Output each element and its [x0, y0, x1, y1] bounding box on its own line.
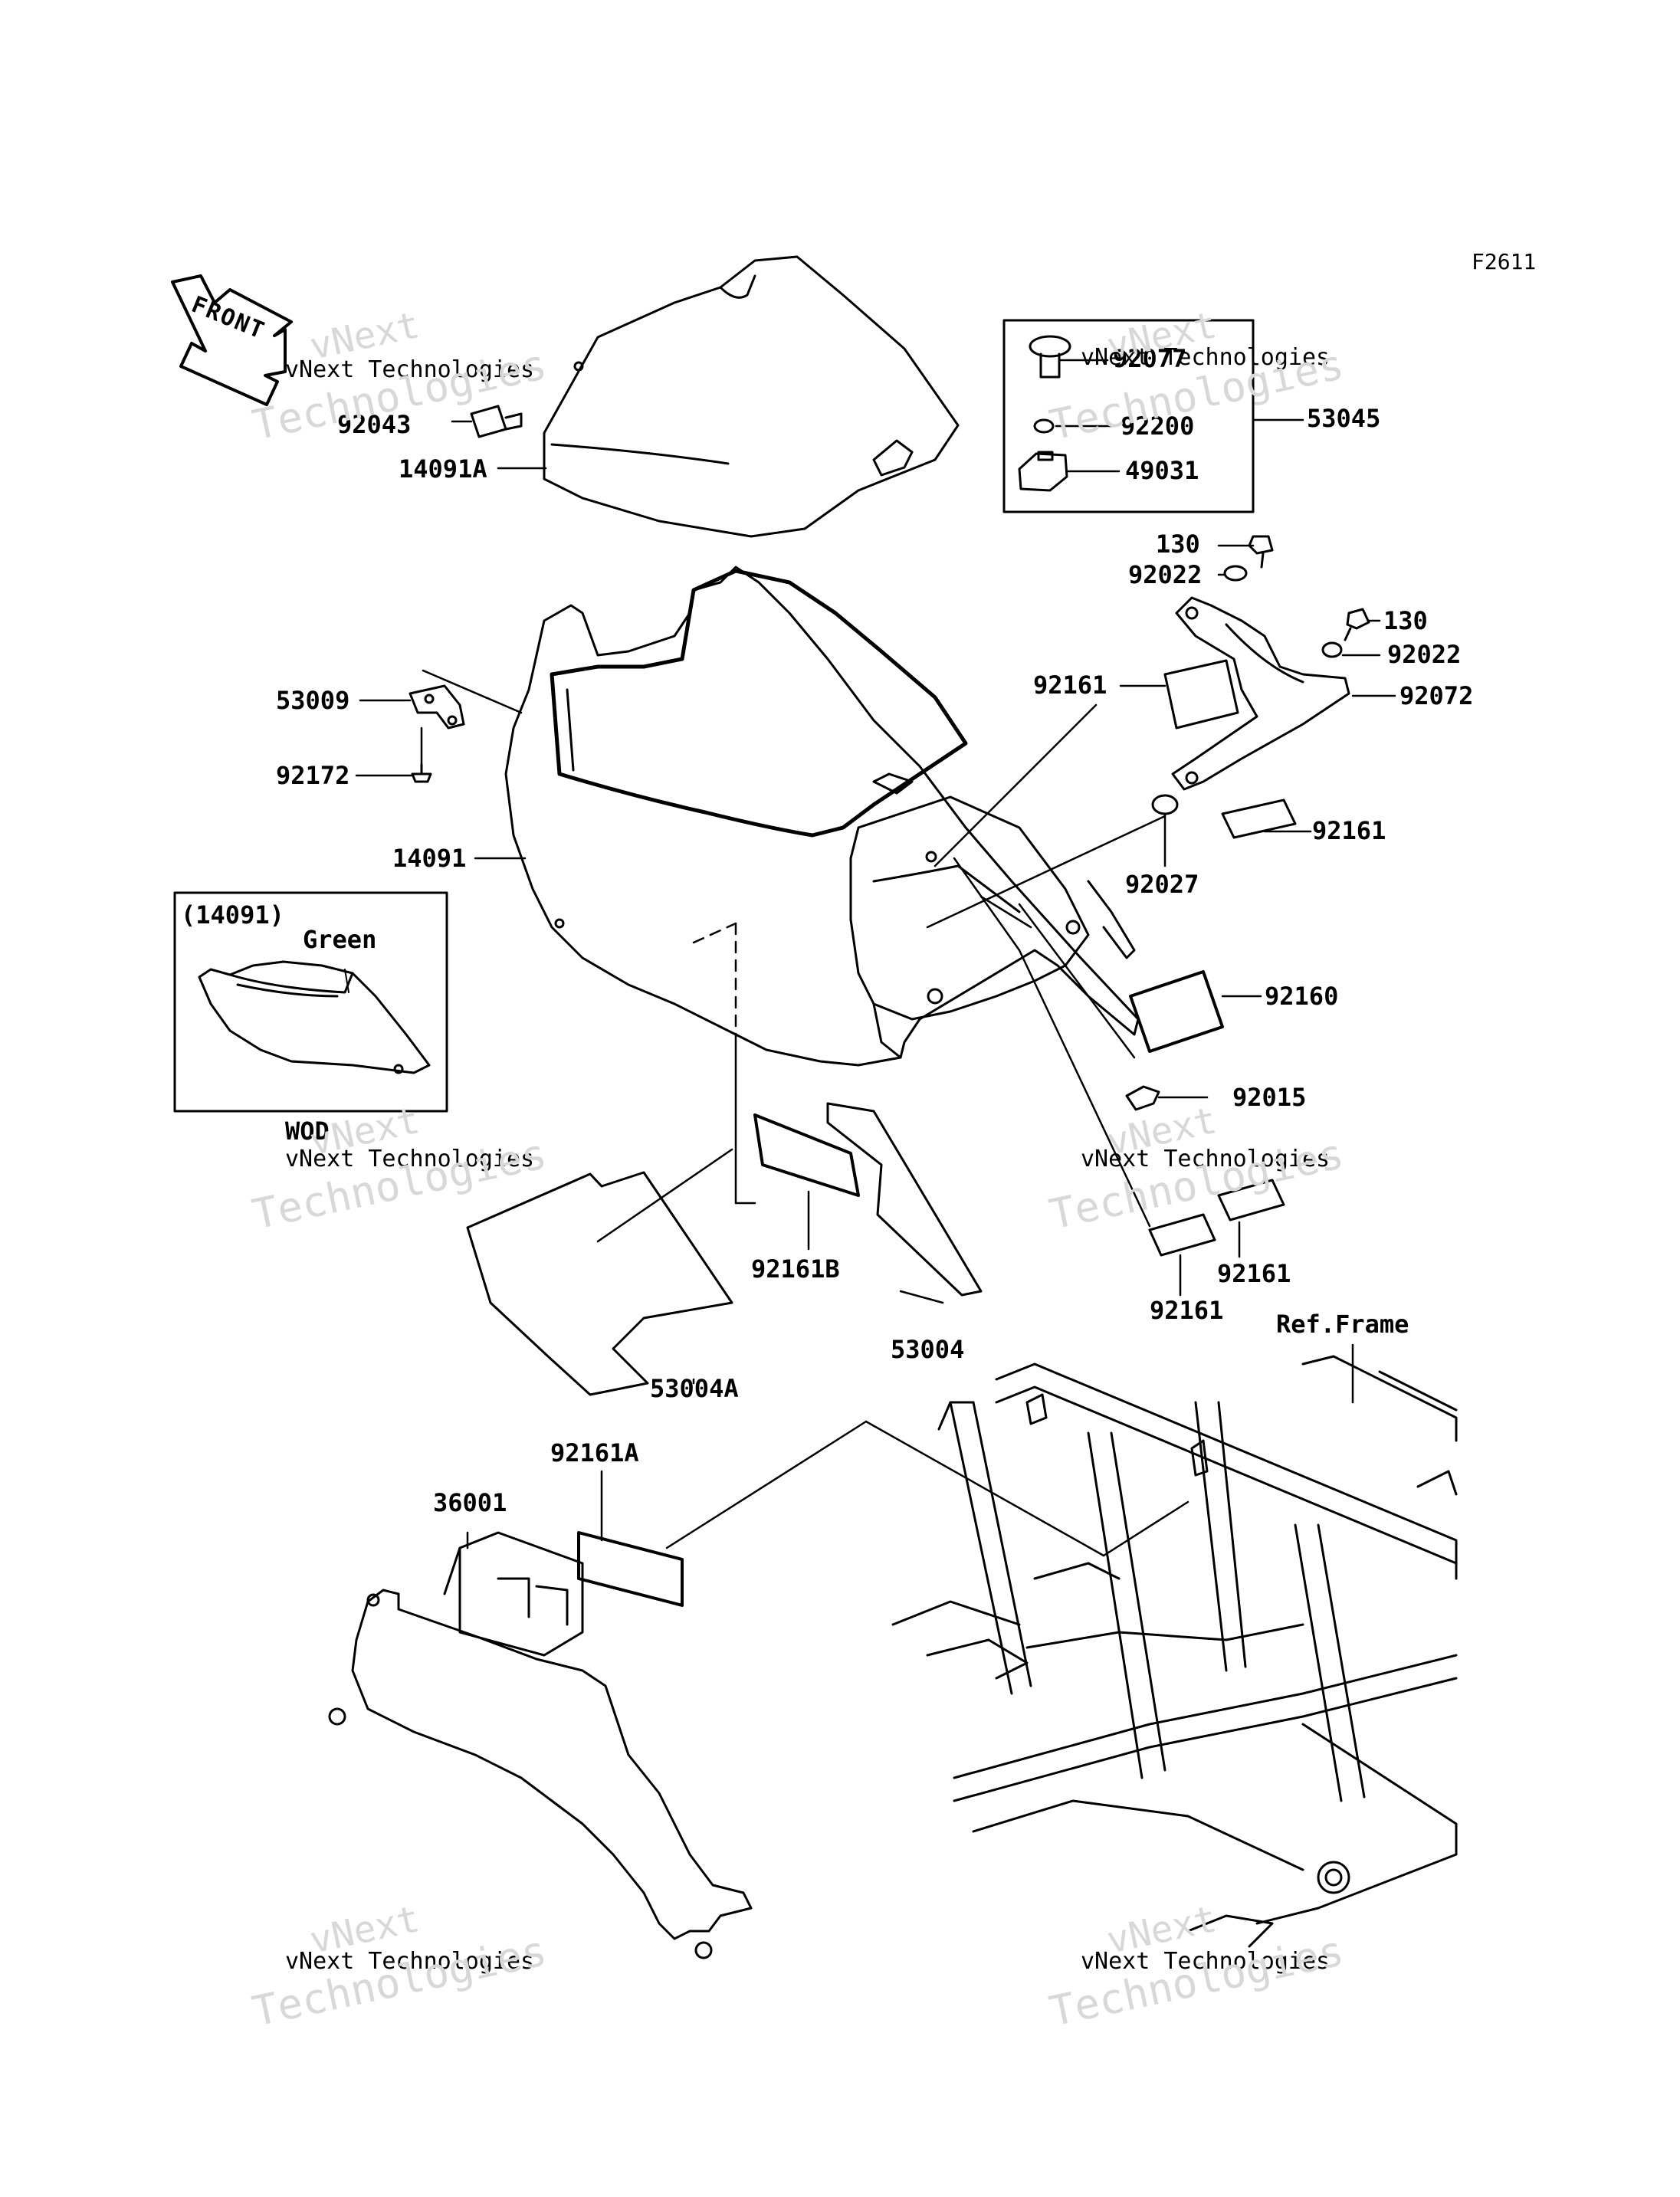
label-130-upper: 130: [1156, 530, 1200, 559]
washer-92022-upper: [1223, 565, 1248, 582]
pad-92161-lower-right: [1217, 1179, 1285, 1221]
pad-92161a: [577, 1531, 684, 1607]
label-53045: 53045: [1307, 404, 1381, 433]
watermark-line-2: vNext Technologies: [1081, 344, 1331, 371]
leader-lines: [355, 359, 1396, 1557]
label-ref-frame: Ref.Frame: [1276, 1310, 1409, 1339]
pad-92160: [1129, 970, 1224, 1053]
label-14091a: 14091A: [399, 454, 487, 484]
label-92027: 92027: [1125, 870, 1199, 899]
bolt-130-upper: [1248, 535, 1274, 569]
inset-panel: [198, 960, 431, 1074]
label-92022-right: 92022: [1387, 640, 1462, 669]
label-53004a: 53004A: [650, 1374, 739, 1403]
bracket-53009: [409, 684, 465, 730]
front-arrow-icon: [171, 274, 293, 406]
washer-92027: [1151, 794, 1179, 815]
washer-92200: [1033, 418, 1055, 434]
label-53009: 53009: [276, 686, 350, 715]
label-14091: 14091: [392, 844, 467, 873]
label-92015: 92015: [1232, 1083, 1307, 1112]
frame-reference: [891, 1355, 1458, 1948]
pad-92161-upper: [1163, 659, 1239, 730]
washer-92022-right: [1321, 641, 1343, 658]
pad-92161-lower-left: [1148, 1213, 1216, 1257]
label-92160: 92160: [1265, 982, 1339, 1011]
inset-color-note: Green: [303, 925, 377, 954]
label-130-right: 130: [1383, 606, 1428, 635]
pad-53004a: [466, 1171, 733, 1396]
label-92161b: 92161B: [751, 1254, 840, 1284]
watermark-line-3: vNext Technologies: [285, 1146, 535, 1172]
label-92161-lower-right: 92161: [1217, 1259, 1291, 1288]
duct-36001: [328, 1531, 753, 1959]
stay-92072: [1171, 596, 1350, 791]
parts-box-53045: [1002, 319, 1255, 513]
nut-49031: [1018, 451, 1068, 492]
clip-nut-92015: [1125, 1085, 1160, 1111]
watermark-line-5: vNext Technologies: [285, 1948, 535, 1975]
label-92043: 92043: [337, 410, 412, 439]
watermark-line-4: vNext Technologies: [1081, 1146, 1331, 1172]
inset-caption: WOD: [285, 1117, 330, 1146]
watermark-line-6: vNext Technologies: [1081, 1948, 1331, 1975]
label-92172: 92172: [276, 761, 350, 790]
pad-92161-right: [1221, 798, 1297, 839]
green-leader: [344, 969, 349, 993]
upper-cover-14091a: [543, 255, 960, 538]
rivet-92077: [1029, 335, 1071, 379]
label-36001: 36001: [433, 1488, 507, 1517]
dashed-leaders: [692, 922, 737, 1044]
inset-ref: (14091): [181, 900, 284, 930]
label-92072: 92072: [1399, 681, 1474, 710]
pad-53004: [826, 1102, 983, 1297]
side-panel-14091: [504, 566, 1140, 1067]
label-49031: 49031: [1125, 456, 1199, 485]
label-53004: 53004: [891, 1335, 965, 1364]
pad-92161b: [753, 1113, 860, 1197]
label-92161a: 92161A: [550, 1438, 639, 1467]
screw-92172: [411, 763, 432, 783]
watermark-line-1: vNext Technologies: [285, 356, 535, 383]
label-92022-upper: 92022: [1128, 560, 1203, 589]
inset-box: [173, 891, 448, 1113]
clip-92043: [470, 405, 523, 438]
bolt-130-right: [1344, 608, 1370, 641]
label-92077: 92077: [1113, 344, 1187, 373]
label-92200: 92200: [1121, 412, 1195, 441]
label-92161-lower-left: 92161: [1150, 1296, 1224, 1325]
label-92161-right: 92161: [1312, 816, 1386, 845]
label-92161-upper: 92161: [1033, 671, 1107, 700]
diagram-id: F2611: [1472, 249, 1537, 274]
